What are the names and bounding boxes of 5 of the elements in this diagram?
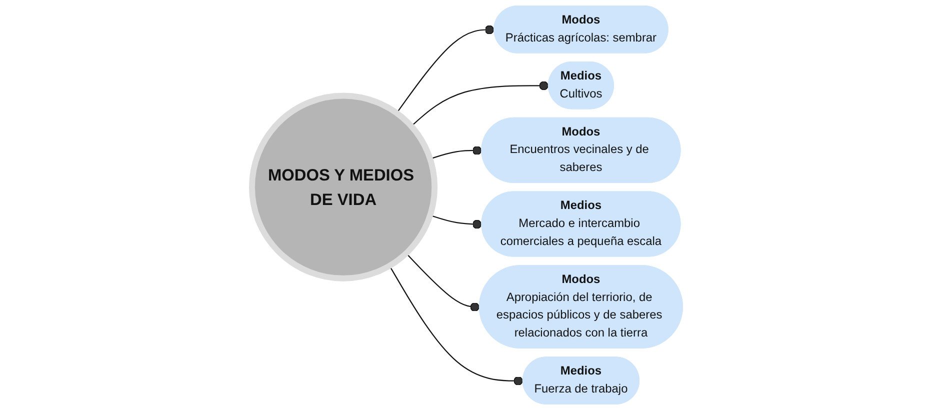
connector — [389, 266, 524, 386]
node-circle: MODOS Y MEDIOS DE VIDA — [249, 92, 438, 282]
connector — [396, 25, 495, 114]
connector — [411, 81, 549, 127]
connector — [406, 252, 480, 312]
